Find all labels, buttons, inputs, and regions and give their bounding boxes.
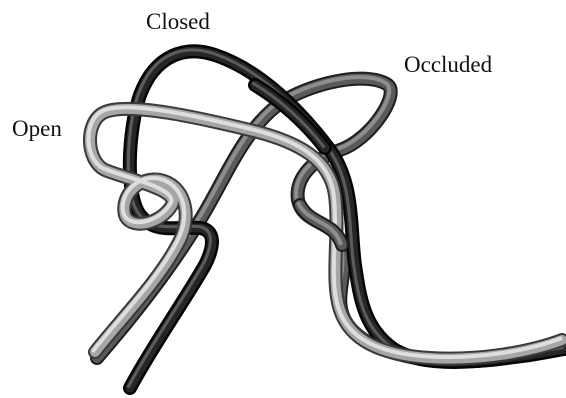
closed-label: Closed	[146, 10, 210, 33]
open-label: Open	[12, 117, 62, 140]
occluded-label: Occluded	[404, 53, 492, 76]
